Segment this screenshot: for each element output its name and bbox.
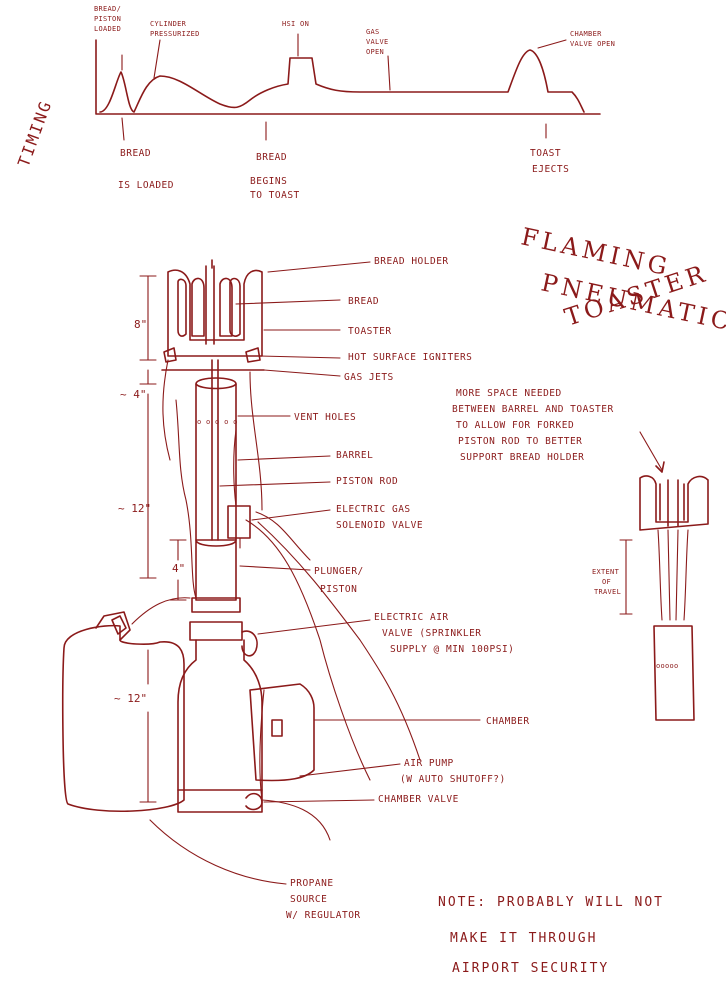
svg-text:VALVE (SPRINKLER: VALVE (SPRINKLER <box>382 628 482 639</box>
toaster-device: o o o o o 8" ~ 4" ~ 12" <box>62 259 421 841</box>
dim-toaster: 8" <box>134 318 147 331</box>
bread-slice-right <box>219 277 233 337</box>
svg-text:OPEN: OPEN <box>366 48 384 56</box>
footnote: NOTE: PROBABLY WILL NOT MAKE IT THROUGH … <box>438 895 664 976</box>
svg-text:SOLENOID VALVE: SOLENOID VALVE <box>336 520 423 531</box>
gas-solenoid <box>227 505 251 539</box>
event-bread-loaded: BREAD <box>120 148 151 159</box>
event-chamber-valve: CHAMBER <box>570 30 602 38</box>
svg-text:ooooo: ooooo <box>656 662 679 670</box>
title-line-1: FLAMING <box>519 222 674 281</box>
svg-text:PRESSURIZED: PRESSURIZED <box>150 30 200 38</box>
svg-text:PISTON ROD TO BETTER: PISTON ROD TO BETTER <box>458 436 582 447</box>
revised-holder <box>639 475 709 531</box>
chamber-valve <box>245 792 263 811</box>
callouts: BREAD HOLDER BREAD TOASTER HOT SURFACE I… <box>149 256 530 921</box>
label-air-pump: AIR PUMP <box>404 758 454 769</box>
dim-gap: ~ 4" <box>120 388 147 401</box>
timing-axis-label: TIMING <box>14 97 56 169</box>
svg-text:SUPPLY @ MIN 100PSI): SUPPLY @ MIN 100PSI) <box>390 644 514 655</box>
svg-text:TO TOAST: TO TOAST <box>250 190 300 201</box>
label-chamber: CHAMBER <box>486 716 530 727</box>
propane-tank <box>62 624 185 813</box>
svg-text:LOADED: LOADED <box>94 25 121 33</box>
timing-curve <box>99 49 585 113</box>
footnote-line-2: MAKE IT THROUGH <box>450 931 597 946</box>
vent-holes-marks: o o o o o <box>197 418 238 426</box>
svg-text:(W AUTO SHUTOFF?): (W AUTO SHUTOFF?) <box>400 774 506 785</box>
svg-text:SOURCE: SOURCE <box>290 894 327 905</box>
svg-text:PISTON: PISTON <box>320 584 357 595</box>
dim-plunger: 4" <box>172 562 185 575</box>
event-cylinder: CYLINDER <box>150 20 187 28</box>
event-bread-piston: BREAD/ <box>94 5 121 13</box>
label-plunger: PLUNGER/ <box>314 566 364 577</box>
svg-text:PISTON: PISTON <box>94 15 121 23</box>
svg-text:VALVE OPEN: VALVE OPEN <box>570 40 615 48</box>
label-hot-surface-igniters: HOT SURFACE IGNITERS <box>348 352 472 363</box>
event-toast-ejects: TOAST <box>530 148 561 159</box>
svg-text:W/ REGULATOR: W/ REGULATOR <box>286 910 361 921</box>
label-bread-holder: BREAD HOLDER <box>374 256 449 267</box>
igniter-right <box>245 347 261 363</box>
label-gas-jets: GAS JETS <box>344 372 394 383</box>
dimension-lines <box>139 275 187 803</box>
piston-rod <box>211 359 219 541</box>
dim-barrel: ~ 12" <box>118 502 151 515</box>
barrel <box>195 377 237 541</box>
dim-chamber: ~ 12" <box>114 692 147 705</box>
bread-holder <box>167 269 263 357</box>
label-electric-air-valve: ELECTRIC AIR <box>374 612 449 623</box>
svg-text:EJECTS: EJECTS <box>532 164 569 175</box>
gas-hose <box>175 399 197 599</box>
plunger-piston <box>191 597 241 613</box>
side-note: MORE SPACE NEEDED BETWEEN BARREL AND TOA… <box>452 388 709 721</box>
footnote-line-1: NOTE: PROBABLY WILL NOT <box>438 895 664 910</box>
label-bread: BREAD <box>348 296 379 307</box>
label-gas-solenoid: ELECTRIC GAS <box>336 504 411 515</box>
svg-text:OF: OF <box>602 578 611 586</box>
label-vent-holes: VENT HOLES <box>294 412 356 423</box>
svg-text:BEGINS: BEGINS <box>250 176 287 187</box>
svg-text:SUPPORT BREAD HOLDER: SUPPORT BREAD HOLDER <box>460 452 584 463</box>
label-extent-of-travel: EXTENT <box>592 568 620 576</box>
event-bread-toast: BREAD <box>256 152 287 163</box>
svg-text:VALVE: VALVE <box>366 38 389 46</box>
label-piston-rod: PISTON ROD <box>336 476 398 487</box>
revised-barrel <box>653 625 695 721</box>
svg-text:TO ALLOW FOR FORKED: TO ALLOW FOR FORKED <box>456 420 574 431</box>
timing-diagram: TIMING BREAD/ PISTON LOADED CYLINDER PRE… <box>14 5 615 201</box>
event-gas-valve: GAS <box>366 28 380 36</box>
label-propane-source: PROPANE <box>290 878 334 889</box>
air-pump <box>249 683 315 782</box>
air-chamber <box>177 639 263 813</box>
svg-text:BETWEEN BARREL AND TOASTER: BETWEEN BARREL AND TOASTER <box>452 404 614 415</box>
bread-slice-left <box>191 277 205 337</box>
svg-text:TRAVEL: TRAVEL <box>594 588 621 596</box>
label-toaster: TOASTER <box>348 326 392 337</box>
event-hsi-on: HSI ON <box>282 20 309 28</box>
timing-baseline <box>95 39 601 115</box>
footnote-line-3: AIRPORT SECURITY <box>452 961 609 976</box>
label-barrel: BARREL <box>336 450 373 461</box>
drawing-title: FLAMING PNEUMATIC TOASTER <box>519 222 726 336</box>
svg-text:IS LOADED: IS LOADED <box>118 180 174 191</box>
igniter-left <box>163 347 177 363</box>
label-chamber-valve: CHAMBER VALVE <box>378 794 459 805</box>
side-note-line-1: MORE SPACE NEEDED <box>456 388 562 399</box>
regulator <box>95 611 131 641</box>
